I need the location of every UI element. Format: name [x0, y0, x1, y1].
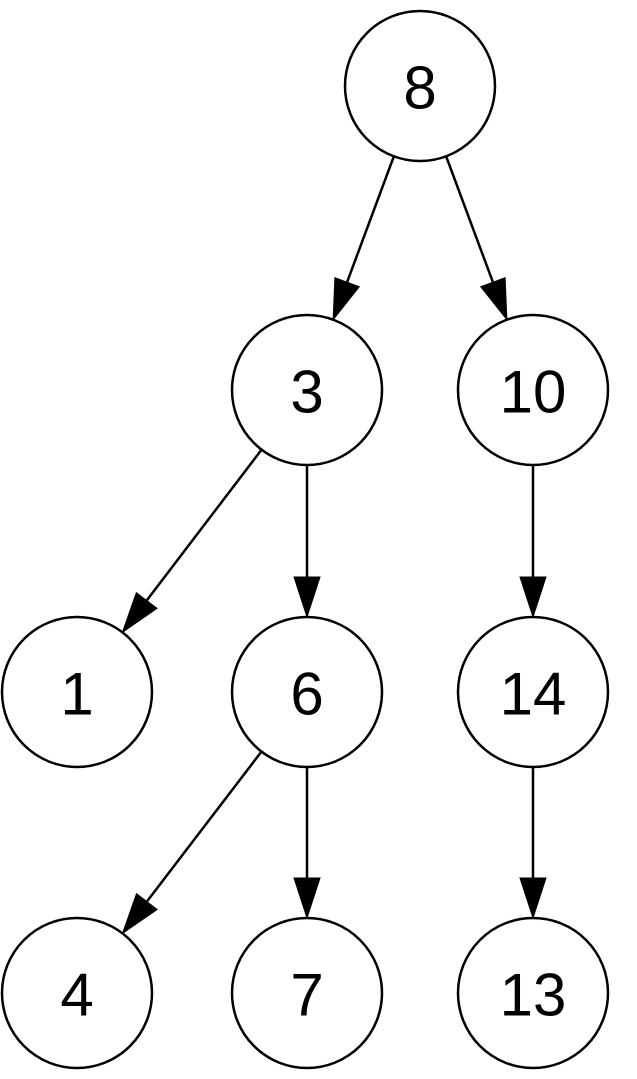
- node-label: 8: [403, 55, 436, 122]
- tree-edge-3-to-6: [293, 465, 321, 619]
- tree-node-7: 7: [230, 916, 384, 1070]
- edge-line: [444, 155, 495, 283]
- node-label: 1: [60, 661, 93, 728]
- node-circle: [0, 615, 154, 769]
- edge-line: [145, 448, 263, 602]
- tree-edge-10-to-14: [519, 465, 547, 619]
- node-circle: [456, 313, 610, 467]
- tree-node-8: 8: [343, 9, 497, 163]
- node-circle: [343, 9, 497, 163]
- tree-edge-8-to-3: [332, 155, 396, 322]
- edges-layer: [121, 155, 547, 935]
- arrowhead: [293, 576, 321, 619]
- tree-node-6: 6: [230, 615, 384, 769]
- tree-edge-6-to-4: [121, 750, 263, 935]
- node-circle: [456, 615, 610, 769]
- tree-node-13: 13: [456, 916, 610, 1070]
- nodes-layer: 8 3 10 1 6 14 4 7: [0, 9, 610, 1070]
- arrowhead: [519, 877, 547, 920]
- node-circle: [230, 615, 384, 769]
- node-circle: [230, 313, 384, 467]
- node-circle: [230, 916, 384, 1070]
- arrowhead: [332, 276, 361, 322]
- tree-edge-14-to-13: [519, 767, 547, 920]
- tree-node-1: 1: [0, 615, 154, 769]
- edge-line: [345, 155, 396, 283]
- tree-edge-8-to-10: [444, 155, 508, 322]
- tree-node-14: 14: [456, 615, 610, 769]
- node-circle: [456, 916, 610, 1070]
- node-circle: [0, 916, 154, 1070]
- node-label: 13: [500, 962, 567, 1029]
- tree-edge-3-to-1: [121, 448, 263, 634]
- arrowhead: [519, 576, 547, 619]
- tree-node-4: 4: [0, 916, 154, 1070]
- tree-node-3: 3: [230, 313, 384, 467]
- edge-line: [145, 750, 263, 903]
- node-label: 6: [290, 661, 323, 728]
- node-label: 4: [60, 962, 93, 1029]
- arrowhead: [121, 892, 159, 935]
- node-label: 7: [290, 962, 323, 1029]
- arrowhead: [121, 591, 158, 634]
- node-label: 14: [500, 661, 567, 728]
- tree-node-10: 10: [456, 313, 610, 467]
- node-label: 10: [500, 359, 567, 426]
- tree-edge-6-to-7: [293, 767, 321, 920]
- arrowhead: [479, 276, 508, 322]
- node-label: 3: [290, 359, 323, 426]
- arrowhead: [293, 877, 321, 920]
